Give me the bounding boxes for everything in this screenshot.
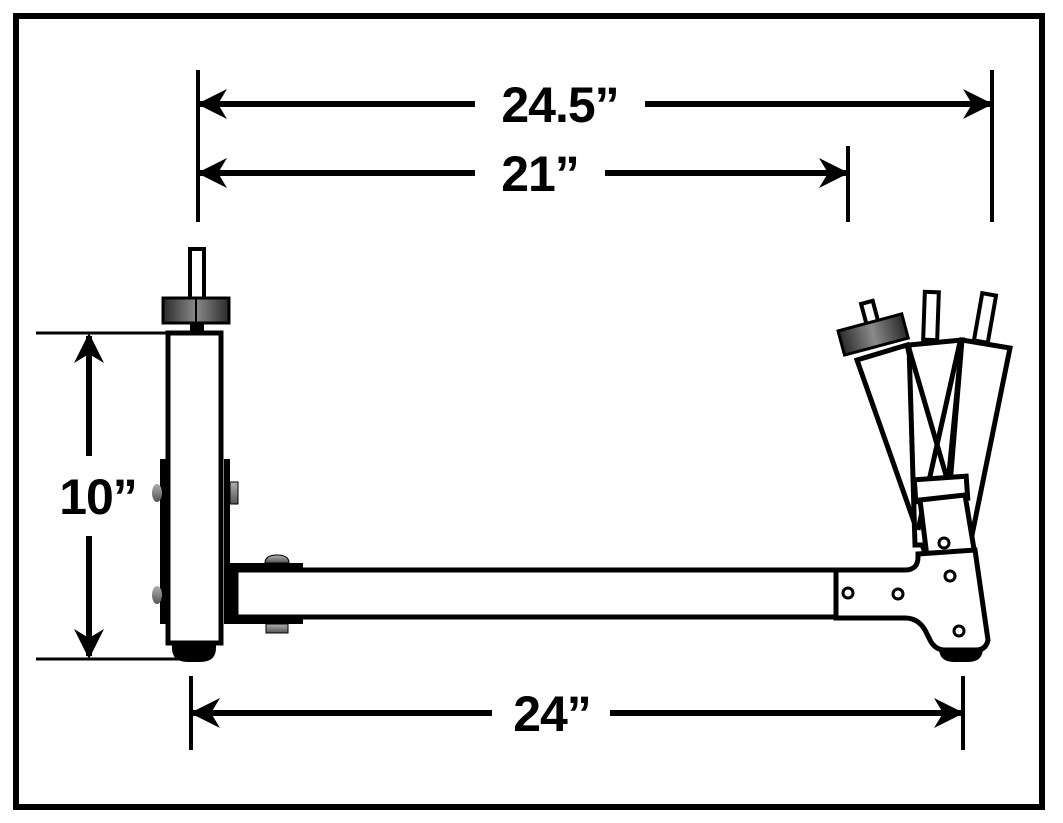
bolt-hole-icon	[841, 586, 855, 600]
dimension-label-24: 24”	[513, 686, 591, 742]
bolt-icon	[265, 623, 289, 634]
bolt-hole-icon	[891, 587, 905, 601]
dimension-label-24-5: 24.5”	[501, 77, 618, 133]
right-foot	[939, 648, 983, 662]
right-bracket	[833, 289, 1013, 662]
bolt-hole-icon	[937, 536, 951, 550]
bolt-hole-icon	[943, 569, 957, 583]
left-upright-post	[152, 247, 239, 662]
leg-pin	[921, 289, 941, 343]
frame-border	[13, 13, 1045, 810]
bolt-icon	[152, 586, 162, 604]
bolt-icon	[152, 484, 162, 502]
bolt-icon	[229, 481, 239, 505]
left-post-pin	[188, 247, 206, 303]
bolt-icon	[264, 554, 290, 564]
dimension-label-21: 21”	[501, 146, 579, 202]
bolt-hole-icon	[952, 624, 966, 638]
horizontal-arm	[229, 554, 839, 634]
leg-pin	[971, 290, 999, 346]
dimension-base-width: 24”	[189, 676, 965, 750]
dimension-label-10: 10”	[59, 469, 137, 525]
right-knob-icon	[836, 312, 911, 357]
left-foot	[172, 641, 216, 662]
dimension-overall-width: 24.5”	[196, 70, 994, 222]
dimension-height: 10”	[36, 331, 182, 661]
dimension-inner-width: 21”	[197, 146, 850, 222]
